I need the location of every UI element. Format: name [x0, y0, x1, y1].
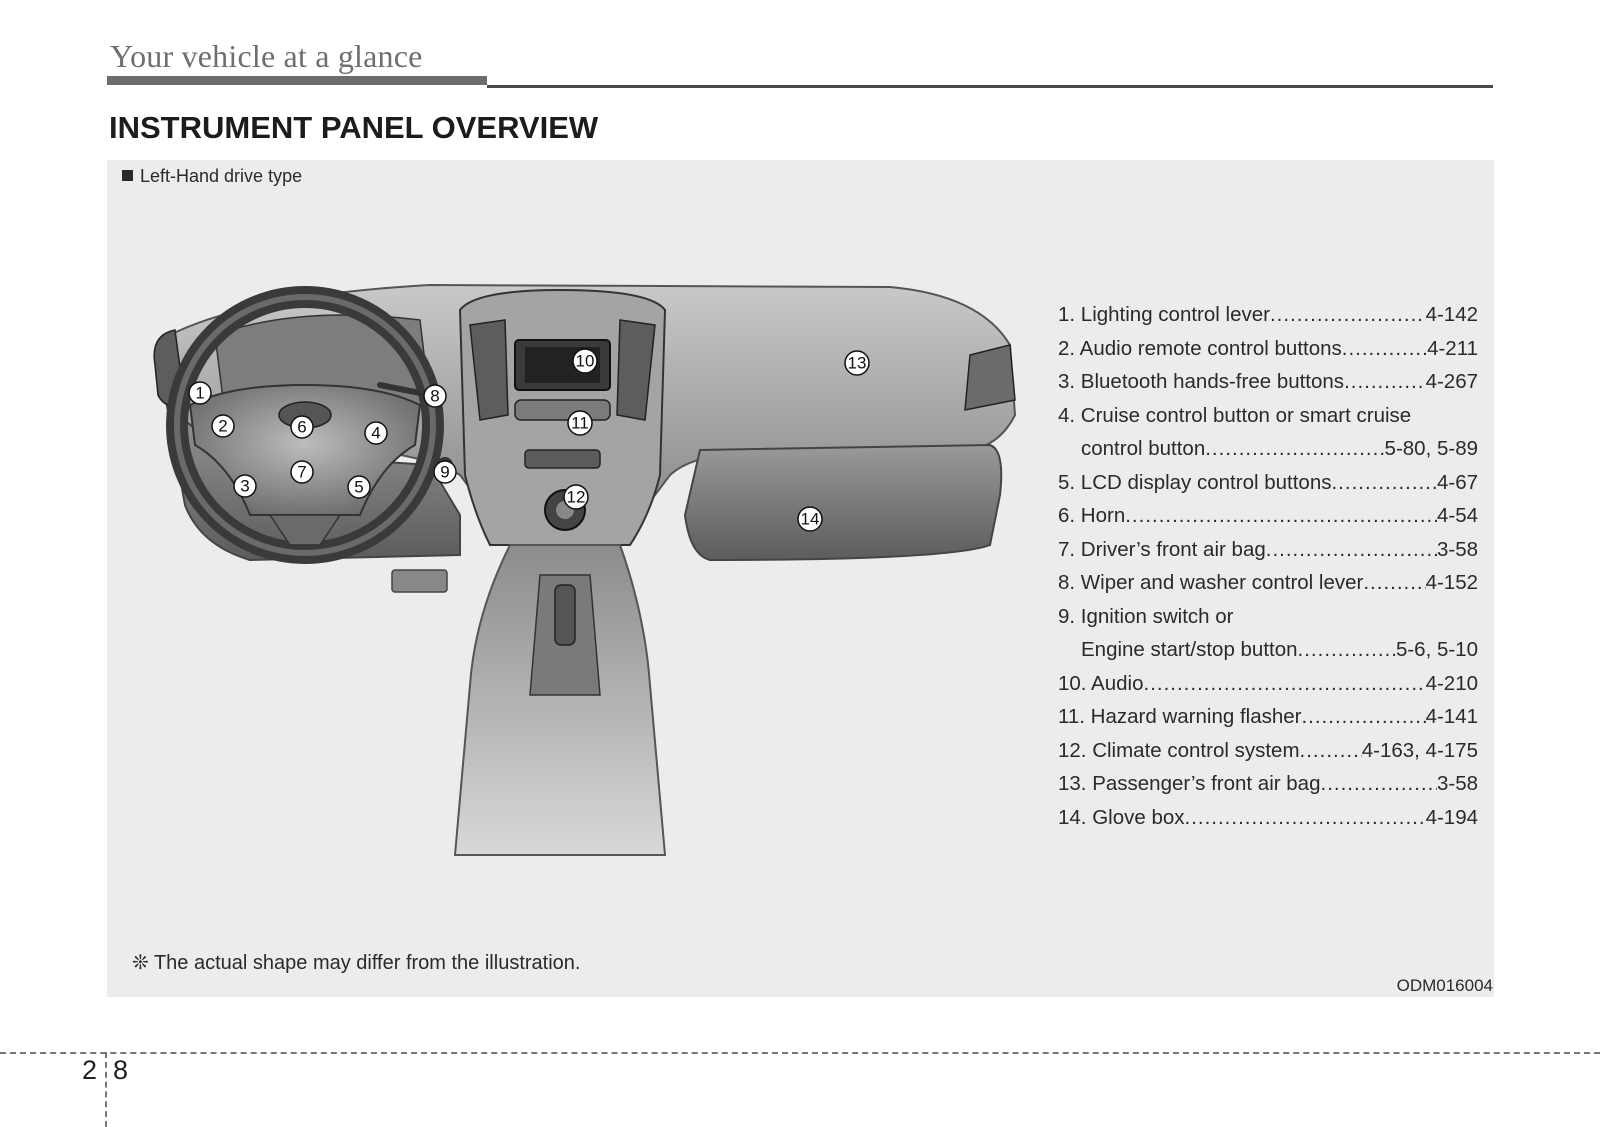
illustration-note: ❊ The actual shape may differ from the i… [132, 952, 581, 974]
legend-item: 1. Lighting control lever4-142 [1058, 298, 1478, 332]
title-bar-accent [107, 76, 487, 85]
legend-item-line1: 4. Cruise control button or smart cruise [1058, 403, 1412, 427]
legend-item: 2. Audio remote control buttons4-211 [1058, 332, 1478, 366]
callout-markers: 1 2 3 4 5 6 7 8 9 10 11 12 13 14 [188, 348, 870, 532]
callout-8: 8 [430, 387, 439, 406]
callout-11: 11 [571, 414, 589, 433]
legend-item: 7. Driver’s front air bag3-58 [1058, 533, 1478, 567]
callout-14: 14 [801, 510, 820, 529]
callout-1: 1 [195, 384, 204, 403]
callout-6: 6 [297, 418, 306, 437]
callout-12: 12 [567, 488, 586, 507]
square-bullet-icon [122, 170, 133, 181]
callout-7: 7 [297, 463, 306, 482]
page-number-divider [105, 1052, 107, 1127]
legend-item: 11. Hazard warning flasher4-141 [1058, 700, 1478, 734]
legend-item: 10. Audio4-210 [1058, 667, 1478, 701]
callout-13: 13 [848, 354, 867, 373]
callout-4: 4 [371, 424, 380, 443]
figure-caption: Left-Hand drive type [122, 166, 302, 187]
legend-item: 6. Horn4-54 [1058, 499, 1478, 533]
callout-10: 10 [576, 352, 595, 371]
callout-2: 2 [218, 417, 227, 436]
page-heading: INSTRUMENT PANEL OVERVIEW [109, 110, 599, 145]
instrument-panel-illustration: 1 2 3 4 5 6 7 8 9 10 11 12 13 14 [130, 215, 1050, 905]
legend-item: 5. LCD display control buttons4-67 [1058, 466, 1478, 500]
section-title: Your vehicle at a glance [110, 38, 423, 74]
figure-code: ODM016004 [1396, 976, 1493, 995]
legend-item: 3. Bluetooth hands-free buttons4-267 [1058, 365, 1478, 399]
legend-item: 13. Passenger’s front air bag3-58 [1058, 767, 1478, 801]
legend-item: 12. Climate control system4-163, 4-175 [1058, 734, 1478, 768]
footer-divider [0, 1052, 1600, 1054]
figure-caption-text: Left-Hand drive type [140, 166, 303, 186]
page-number: 8 [113, 1055, 129, 1085]
chapter-number: 2 [82, 1055, 98, 1085]
legend-item: 14. Glove box4-194 [1058, 801, 1478, 835]
legend-item: 8. Wiper and washer control lever4-152 [1058, 566, 1478, 600]
legend-item: Engine start/stop button5-6, 5-10 [1058, 633, 1478, 667]
legend-item-line1: 9. Ignition switch or [1058, 604, 1234, 628]
callout-5: 5 [354, 478, 363, 497]
callout-9: 9 [440, 463, 449, 482]
title-rule [487, 85, 1493, 88]
legend-item: control button5-80, 5-89 [1058, 432, 1478, 466]
component-legend: 1. Lighting control lever4-142 2. Audio … [1058, 298, 1478, 834]
callout-3: 3 [240, 477, 249, 496]
